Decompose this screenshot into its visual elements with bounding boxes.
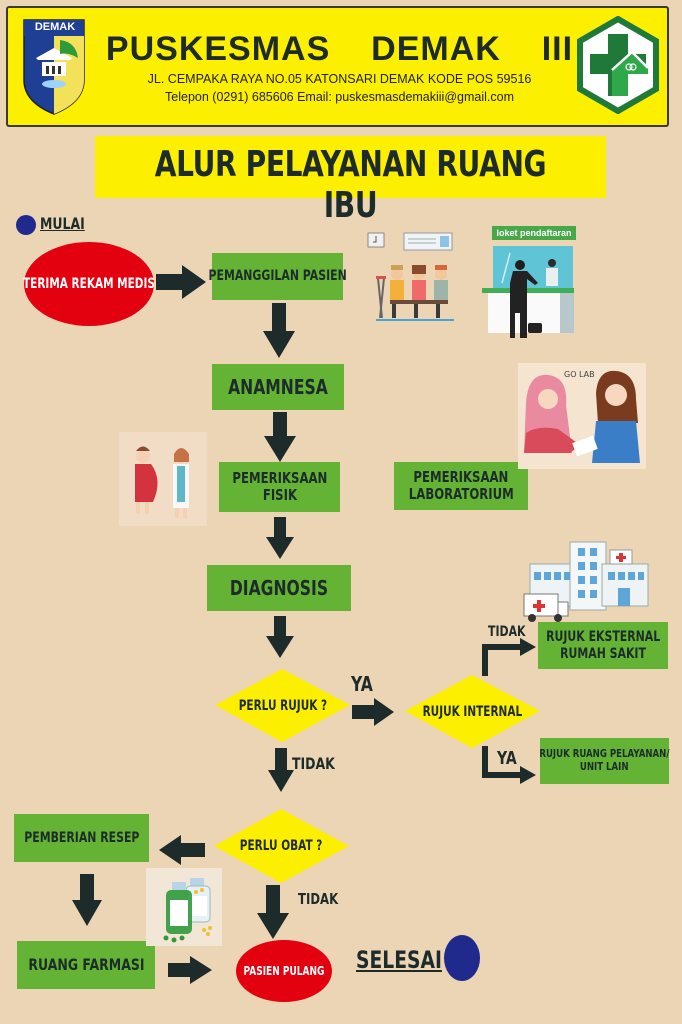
page-title: ALUR PELAYANAN RUANG IBU [154,144,547,226]
pemeriksaan-lab-label-1: PEMERIKSAAN [413,467,509,486]
medicine-bottles-illustration [146,868,222,946]
start-dot-icon [16,215,36,235]
pasien-pulang-label: PASIEN PULANG [243,964,325,978]
ruang-farmasi-node[interactable]: RUANG FARMASI [17,941,155,989]
arrow-down-icon [268,748,294,792]
tidak-rujuk-label: TIDAK [292,754,335,773]
pemanggilan-pasien-label: PEMANGGILAN PASIEN [208,268,347,285]
rujuk-ruang-label-2: UNIT LAIN [580,760,629,773]
arrow-right-icon [156,265,206,299]
perlu-rujuk-label: PERLU RUJUK ? [238,697,327,714]
diagnosis-node[interactable]: DIAGNOSIS [207,565,351,611]
diamond-shape [405,675,540,748]
anamnesa-label: ANAMNESA [228,374,328,399]
pemanggilan-pasien-node[interactable]: PEMANGGILAN PASIEN [208,253,347,300]
arrow-left-icon [159,835,205,865]
rujuk-eksternal-label-2: RUMAH SAKIT [560,645,646,662]
start-label: MULAI [40,214,85,233]
ya-rujuk-label: YA [351,672,373,696]
arrow-right-icon [352,698,394,726]
perlu-rujuk-decision[interactable]: PERLU RUJUK ? [215,669,350,742]
rujuk-internal-label: RUJUK INTERNAL [422,703,523,720]
header-address: JL. CEMPAKA RAYA NO.05 KATONSARI DEMAK K… [147,72,532,86]
header-banner: DEMAK PUSKESMAS DEMAK III JL. CEMPAKA RA… [6,6,669,127]
tidak-obat-label: TIDAK [298,890,339,908]
diamond-shape [214,809,349,883]
rujuk-eksternal-label-1: RUJUK EKSTERNAL [545,629,661,646]
lab-sign-text: GO LAB [564,370,595,379]
pemeriksaan-fisik-node[interactable]: PEMERIKSAAN FISIK [219,462,340,512]
arrow-down-icon [72,874,102,926]
arrow-elbow-down-right-icon [482,746,536,784]
terima-rekam-medis-label: TERIMA REKAM MEDIS [23,276,156,292]
end-label: SELESAI [356,946,442,974]
demak-regency-logo [23,19,85,115]
perlu-obat-label: PERLU OBAT ? [240,838,323,854]
arrow-elbow-up-right-icon [482,638,536,676]
pemberian-resep-label: PEMBERIAN RESEP [23,829,140,846]
hospital-ambulance-illustration [523,541,649,622]
rujuk-ruang-label-1: RUJUK RUANG PELAYANAN/ [539,747,670,761]
arrow-down-icon [264,412,296,462]
rujuk-internal-decision[interactable]: RUJUK INTERNAL [405,675,540,748]
rujuk-ruang-pelayanan-node[interactable]: RUJUK RUANG PELAYANAN/ UNIT LAIN [539,738,670,784]
arrow-down-icon [266,517,294,559]
terima-rekam-medis-node[interactable]: TERIMA REKAM MEDIS [23,242,156,326]
pemberian-resep-node[interactable]: PEMBERIAN RESEP [14,814,149,862]
ya-internal-label: YA [497,748,517,769]
pasien-pulang-node[interactable]: PASIEN PULANG [236,940,332,1002]
anamnesa-node[interactable]: ANAMNESA [212,364,344,410]
end-dot-icon [444,935,480,981]
registration-sign: loket pendaftaran [492,226,576,240]
pemeriksaan-fisik-label-1: PEMERIKSAAN [232,468,327,487]
header-contact: Telepon (0291) 685606 Email: puskesmasde… [165,90,514,104]
lab-illustration: GO LAB [518,363,646,469]
header-title: PUSKESMAS DEMAK III [105,30,574,68]
ruang-farmasi-label: RUANG FARMASI [27,954,145,974]
arrow-right-icon [168,956,212,984]
logo-left-text: DEMAK [34,21,76,33]
tidak-internal-label: TIDAK [488,624,526,640]
arrow-down-icon [263,303,295,358]
registration-counter-illustration [482,246,574,338]
pemeriksaan-fisik-label-2: FISIK [262,486,297,504]
pemeriksaan-lab-label-2: LABORATORIUM [408,485,514,503]
diamond-shape [215,669,350,742]
puskesmas-logo-icon [577,16,659,114]
waiting-room-illustration [367,232,454,321]
page-title-band: ALUR PELAYANAN RUANG IBU [95,136,606,226]
perlu-obat-decision[interactable]: PERLU OBAT ? [214,809,349,883]
arrow-down-icon [266,616,294,658]
rujuk-eksternal-node[interactable]: RUJUK EKSTERNAL RUMAH SAKIT [538,622,668,669]
pemeriksaan-laboratorium-node[interactable]: PEMERIKSAAN LABORATORIUM [394,462,528,510]
diagnosis-label: DIAGNOSIS [229,575,329,600]
arrow-down-icon [257,885,289,939]
doctor-pregnant-woman-illustration [119,432,207,526]
